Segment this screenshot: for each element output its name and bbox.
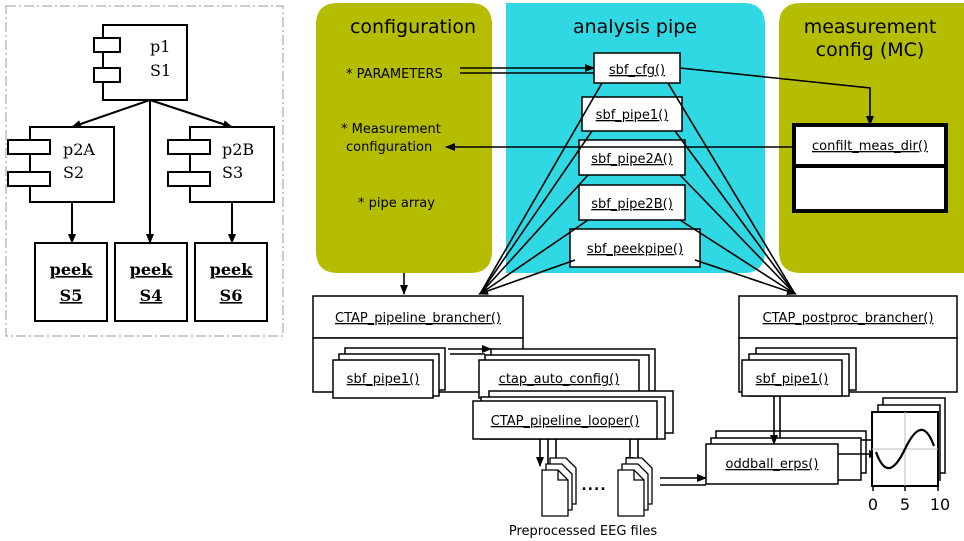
fn-sbf-cfg-label: sbf_cfg()	[609, 63, 665, 78]
fn-sbf-peekpipe: sbf_peekpipe()	[569, 228, 701, 268]
tree-node-p2a: p2A S2	[7, 126, 115, 203]
peek-s5-stage: S5	[60, 286, 83, 305]
tree-frame	[5, 5, 284, 337]
p2a-stage: S2	[63, 163, 84, 182]
config-item-pipe-array: * pipe array	[358, 196, 435, 211]
tree-arrows	[68, 99, 236, 244]
p2b-name: p2B	[222, 140, 254, 159]
files-dots: ....	[581, 478, 606, 494]
pipe1-right-label: sbf_pipe1()	[756, 372, 829, 387]
peek-s6-stage: S6	[220, 286, 243, 305]
tree-peek-s6: peek S6	[194, 242, 268, 322]
oddball-label: oddball_erps()	[726, 457, 819, 472]
tree-node-p1: p1 S1	[93, 24, 188, 101]
p2a-name: p2A	[63, 140, 95, 159]
p1-stage: S1	[150, 61, 171, 80]
postproc-brancher: CTAP_postproc_brancher()	[738, 295, 958, 393]
plot-curve	[874, 428, 936, 470]
config-item-configuration: configuration	[346, 140, 432, 155]
fn-sbf-pipe1: sbf_pipe1()	[581, 96, 683, 132]
fn-confilt-meas-dir-label: confilt_meas_dir()	[812, 139, 928, 154]
panel-arrows	[445, 64, 874, 151]
config-item-measurement: * Measurement	[341, 122, 441, 137]
fn-sbf-pipe2b: sbf_pipe2B()	[578, 184, 686, 221]
tree-node-p2b: p2B S3	[167, 126, 275, 203]
fn-sbf-pipe2a-label: sbf_pipe2A()	[591, 152, 673, 167]
plot-tick-10: 10	[930, 495, 950, 514]
files-label: Preprocessed EEG files	[509, 524, 657, 539]
fn-sbf-cfg: sbf_cfg()	[593, 52, 681, 84]
fn-sbf-peekpipe-label: sbf_peekpipe()	[587, 242, 683, 257]
file-icons	[541, 457, 653, 517]
fn-confilt-meas-dir: confilt_meas_dir()	[792, 123, 948, 213]
oddball-stack: oddball_erps()	[705, 430, 867, 485]
pipeline-brancher-label: CTAP_pipeline_brancher()	[335, 311, 501, 326]
config-item-parameters: * PARAMETERS	[346, 67, 443, 82]
looper-stack: CTAP_pipeline_looper()	[472, 390, 674, 440]
plot-tick-5: 5	[900, 495, 910, 514]
peek-s5-name: peek	[50, 260, 94, 279]
mini-plot: 0 5 10	[868, 397, 950, 514]
postproc-brancher-label: CTAP_postproc_brancher()	[763, 311, 934, 326]
configuration-title: configuration	[350, 16, 476, 38]
peek-s6-name: peek	[210, 260, 254, 279]
auto-config-label: ctap_auto_config()	[499, 372, 620, 387]
configuration-panel	[316, 3, 492, 273]
pipe1-left-label: sbf_pipe1()	[347, 372, 420, 387]
measurement-title-line1: measurement	[804, 16, 937, 38]
peek-s4-name: peek	[130, 260, 174, 279]
analysis-title: analysis pipe	[573, 16, 697, 38]
plot-tick-0: 0	[868, 495, 878, 514]
peek-s4-stage: S4	[140, 286, 163, 305]
fan-lines	[400, 82, 797, 295]
tree-peek-s5: peek S5	[34, 242, 108, 322]
p2b-stage: S3	[222, 163, 243, 182]
pipe1-left-stack: sbf_pipe1()	[332, 347, 446, 399]
fn-sbf-pipe2a: sbf_pipe2A()	[578, 139, 686, 176]
fn-sbf-pipe2b-label: sbf_pipe2B()	[591, 197, 673, 212]
p1-name: p1	[150, 37, 170, 56]
pipe1-right-stack: sbf_pipe1()	[741, 347, 857, 397]
looper-label: CTAP_pipeline_looper()	[491, 414, 640, 429]
fn-sbf-pipe1-label: sbf_pipe1()	[596, 108, 669, 123]
tree-peek-s4: peek S4	[114, 242, 188, 322]
measurement-title-line2: config (MC)	[816, 39, 925, 61]
